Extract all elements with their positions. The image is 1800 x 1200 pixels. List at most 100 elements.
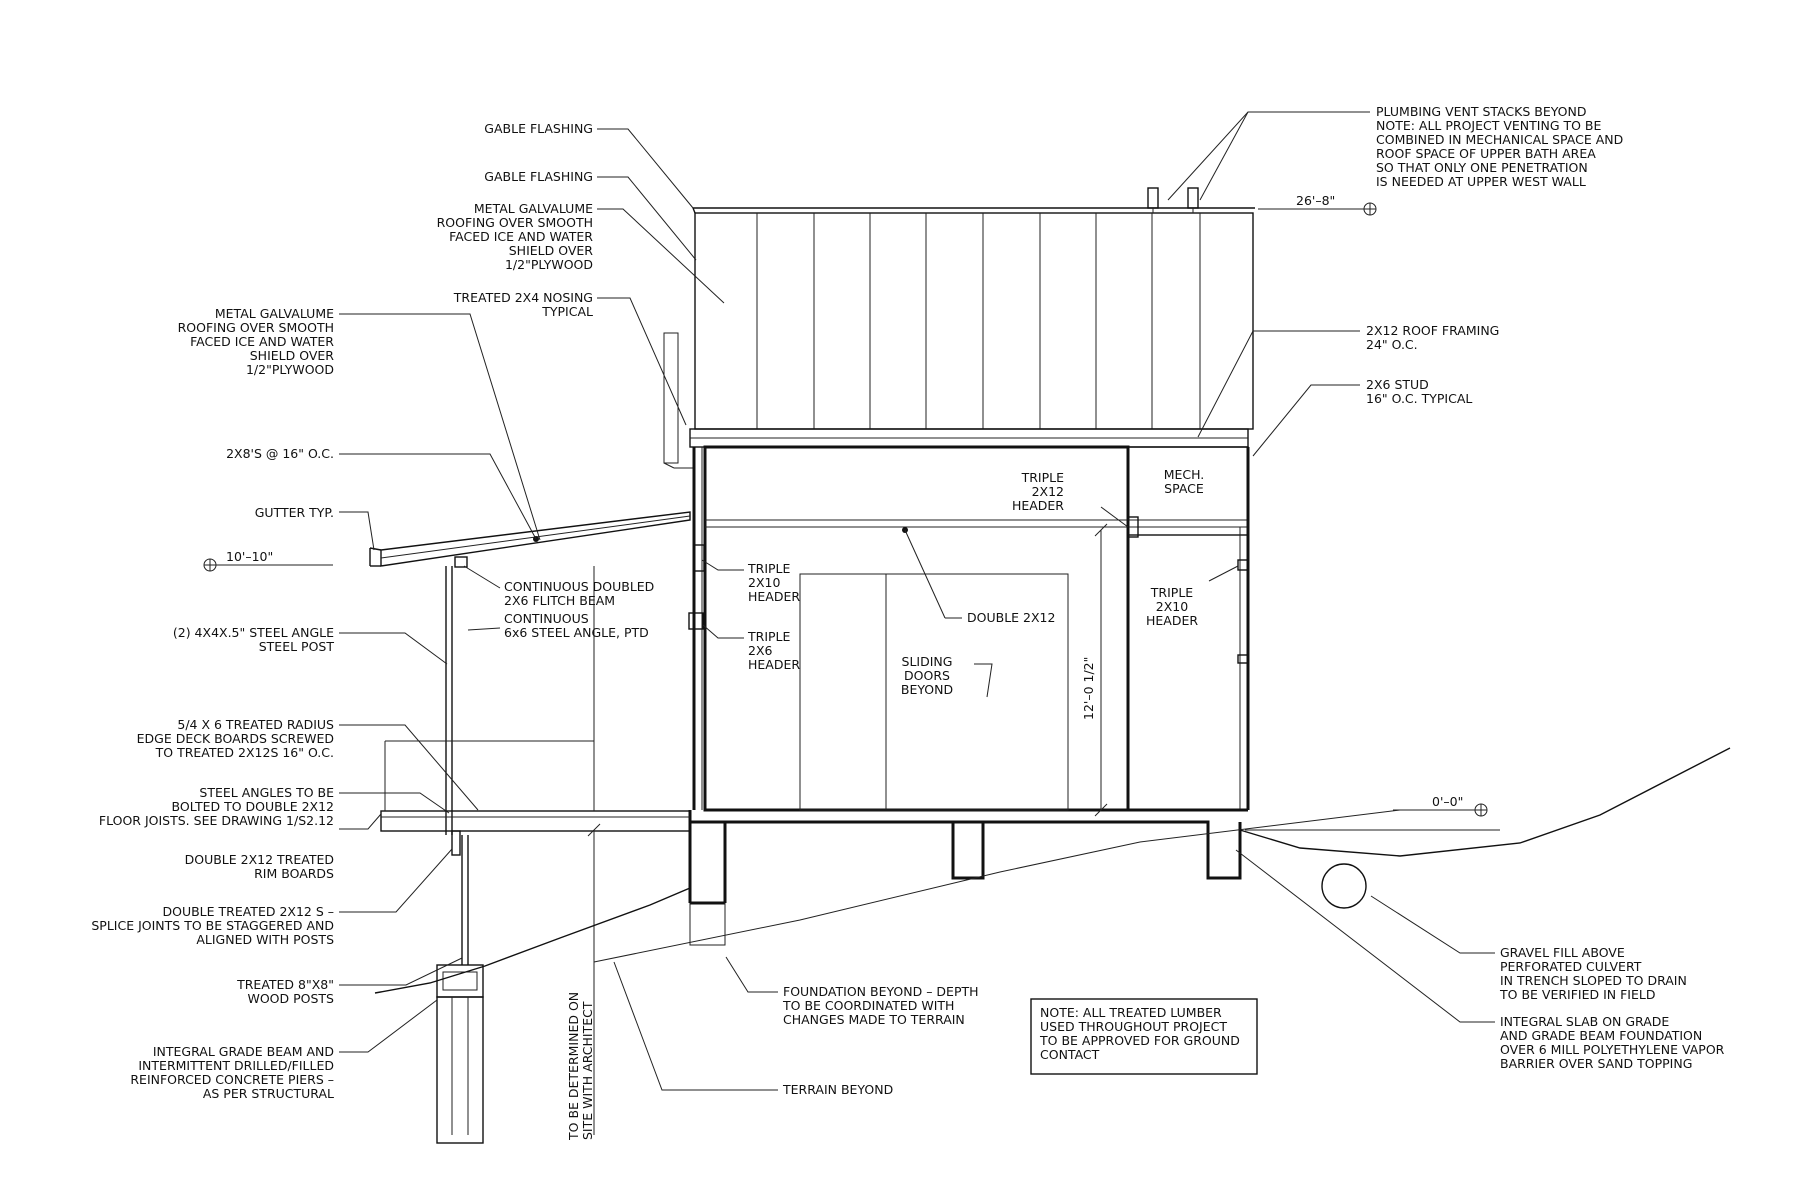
label-line: (2) 4X4X.5" STEEL ANGLE bbox=[173, 625, 334, 640]
label-line: TO BE COORDINATED WITH bbox=[782, 998, 954, 1013]
label-line: SHIELD OVER bbox=[509, 243, 594, 258]
label-line: 6x6 STEEL ANGLE, PTD bbox=[504, 625, 649, 640]
label-line: DOUBLE 2X12 bbox=[967, 610, 1055, 625]
label-line: COMBINED IN MECHANICAL SPACE AND bbox=[1376, 132, 1623, 147]
label-line: BEYOND bbox=[901, 682, 953, 697]
label-line: DOUBLE 2X12 TREATED bbox=[185, 852, 334, 867]
label-double-2x12: DOUBLE 2X12 bbox=[967, 610, 1055, 625]
label-line: TRIPLE bbox=[1150, 585, 1194, 600]
label-site-note: TO BE DETERMINED ONSITE WITH ARCHITECT bbox=[566, 992, 595, 1141]
building-section bbox=[688, 445, 1250, 946]
label-line: 2X6 bbox=[748, 643, 773, 658]
label-line: TO BE DETERMINED ON bbox=[566, 992, 581, 1141]
label-line: RIM BOARDS bbox=[254, 866, 334, 881]
label-wood-posts: TREATED 8"X8"WOOD POSTS bbox=[236, 977, 334, 1006]
label-line: STEEL POST bbox=[259, 639, 335, 654]
height-dimension-label: 12'–0 1/2" bbox=[1081, 657, 1096, 720]
label-line: OVER 6 MILL POLYETHYLENE VAPOR bbox=[1500, 1042, 1725, 1057]
label-line: MECH. bbox=[1164, 467, 1205, 482]
label-line: AS PER STRUCTURAL bbox=[203, 1086, 334, 1101]
label-line: 2X10 bbox=[1156, 599, 1188, 614]
label-line: 1/2"PLYWOOD bbox=[246, 362, 334, 377]
label-line: PERFORATED CULVERT bbox=[1500, 959, 1642, 974]
label-line: 2X12 bbox=[1032, 484, 1064, 499]
label-line: METAL GALVALUME bbox=[474, 201, 593, 216]
label-line: SHIELD OVER bbox=[250, 348, 335, 363]
label-line: 2X8'S @ 16" O.C. bbox=[226, 446, 334, 461]
leader-lines bbox=[339, 111, 1495, 1091]
label-line: FOUNDATION BEYOND – DEPTH bbox=[783, 984, 979, 999]
label-line: TO TREATED 2X12S 16" O.C. bbox=[155, 745, 334, 760]
label-line: IN TRENCH SLOPED TO DRAIN bbox=[1500, 973, 1687, 988]
label-line: PLUMBING VENT STACKS BEYOND bbox=[1376, 104, 1587, 119]
upper-roof bbox=[663, 187, 1255, 469]
label-line: TRIPLE bbox=[747, 561, 791, 576]
label-line: INTEGRAL GRADE BEAM AND bbox=[153, 1044, 334, 1059]
label-line: CONTINUOUS bbox=[504, 611, 589, 626]
label-line: TREATED 8"X8" bbox=[236, 977, 334, 992]
deck-structure bbox=[369, 511, 691, 1144]
label-line: BARRIER OVER SAND TOPPING bbox=[1500, 1056, 1692, 1071]
label-line: GRAVEL FILL ABOVE bbox=[1500, 945, 1625, 960]
label-line: 2X10 bbox=[748, 575, 780, 590]
label-line: GABLE FLASHING bbox=[484, 169, 593, 184]
label-line: 5/4 X 6 TREATED RADIUS bbox=[177, 717, 334, 732]
label-line: EDGE DECK BOARDS SCREWED bbox=[137, 731, 334, 746]
label-line: FLOOR JOISTS. SEE DRAWING 1/S2.12 bbox=[99, 813, 334, 828]
label-line: ROOF SPACE OF UPPER BATH AREA bbox=[1376, 146, 1596, 161]
label-line: TRIPLE bbox=[747, 629, 791, 644]
elevation-deck: 10'–10" bbox=[226, 549, 273, 564]
label-line: IS NEEDED AT UPPER WEST WALL bbox=[1376, 174, 1586, 189]
label-line: SLIDING bbox=[902, 654, 953, 669]
label-line: TO BE VERIFIED IN FIELD bbox=[1499, 987, 1655, 1002]
label-line: GABLE FLASHING bbox=[484, 121, 593, 136]
label-gable-flashing-2: GABLE FLASHING bbox=[484, 169, 593, 184]
label-line: DOUBLE TREATED 2X12 S – bbox=[162, 904, 334, 919]
label-line: HEADER bbox=[1146, 613, 1198, 628]
label-gutter: GUTTER TYP. bbox=[255, 505, 334, 520]
label-line: 24" O.C. bbox=[1366, 337, 1418, 352]
label-line: REINFORCED CONCRETE PIERS – bbox=[130, 1072, 334, 1087]
label-line: INTERMITTENT DRILLED/FILLED bbox=[138, 1058, 334, 1073]
label-terrain: TERRAIN BEYOND bbox=[782, 1082, 893, 1097]
label-line: TREATED 2X4 NOSING bbox=[453, 290, 593, 305]
label-line: TERRAIN BEYOND bbox=[782, 1082, 893, 1097]
label-line: ROOFING OVER SMOOTH bbox=[437, 215, 593, 230]
label-line: 2X6 STUD bbox=[1366, 377, 1429, 392]
label-line: GUTTER TYP. bbox=[255, 505, 334, 520]
elevation-labels: 26'–8" 10'–10" 0'–0" bbox=[226, 193, 1463, 809]
label-line: ROOFING OVER SMOOTH bbox=[178, 320, 334, 335]
label-line: NOTE: ALL TREATED LUMBER bbox=[1040, 1005, 1222, 1020]
label-line: AND GRADE BEAM FOUNDATION bbox=[1500, 1028, 1702, 1043]
label-line: INTEGRAL SLAB ON GRADE bbox=[1500, 1014, 1669, 1029]
label-line: FACED ICE AND WATER bbox=[190, 334, 334, 349]
label-line: TRIPLE bbox=[1021, 470, 1065, 485]
label-splice: DOUBLE TREATED 2X12 S –SPLICE JOINTS TO … bbox=[91, 904, 334, 947]
label-gable-flashing-1: GABLE FLASHING bbox=[484, 121, 593, 136]
label-line: USED THROUGHOUT PROJECT bbox=[1040, 1019, 1227, 1034]
label-line: SO THAT ONLY ONE PENETRATION bbox=[1376, 160, 1588, 175]
label-line: 2X6 FLITCH BEAM bbox=[504, 593, 615, 608]
label-line: NOTE: ALL PROJECT VENTING TO BE bbox=[1376, 118, 1601, 133]
